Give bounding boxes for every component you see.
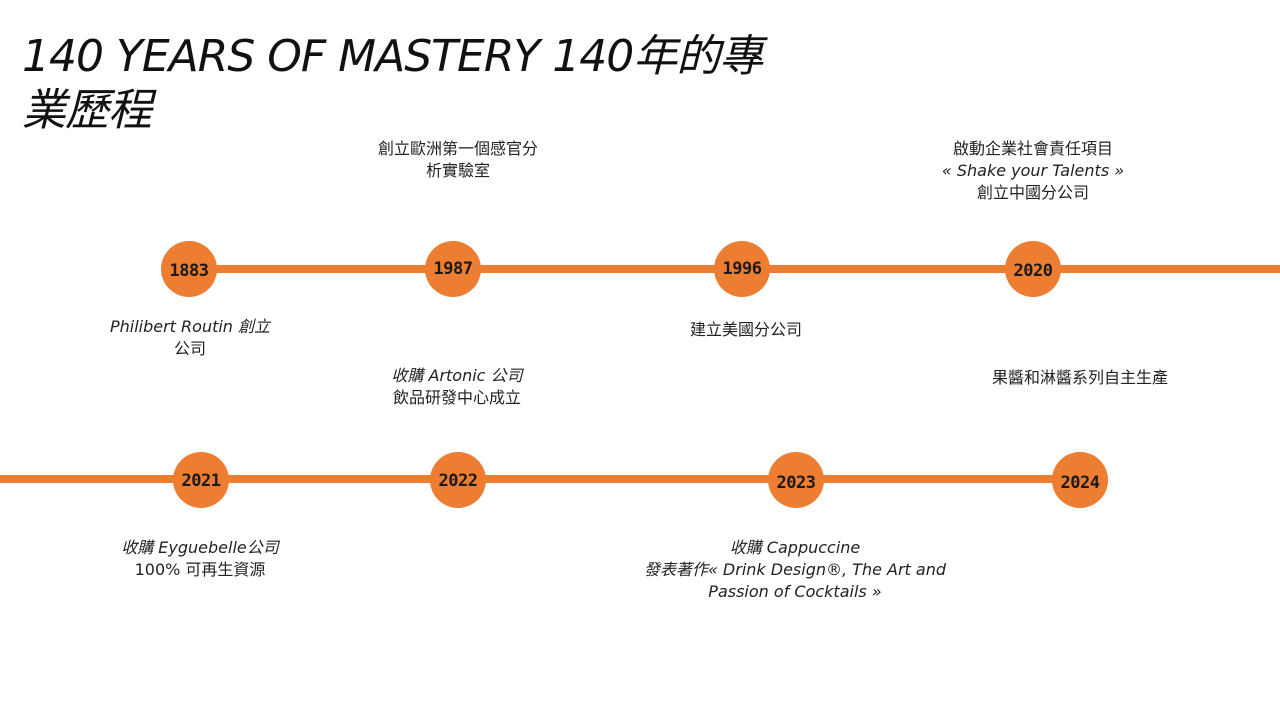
timeline-line-bottom <box>0 475 1082 483</box>
milestone-node-2021 <box>173 452 229 508</box>
milestone-node-2024 <box>1052 452 1108 508</box>
milestone-node-2023 <box>768 452 824 508</box>
milestone-label-2020: 啟動企業社會責任項目 « Shake your Talents » 創立中國分公… <box>908 138 1158 204</box>
milestone-label-1883: Philibert Routin 創立 公司 <box>80 316 300 360</box>
milestone-text-line: 公司 <box>173 339 206 358</box>
milestone-label-2022: 收購 Artonic 公司 飲品研發中心成立 <box>347 365 567 409</box>
milestone-node-1996 <box>714 241 770 297</box>
milestone-text-line: 發表著作« Drink Design®, The Art and <box>643 560 947 579</box>
milestone-label-2023: 收購 Cappuccine 發表著作« Drink Design®, The A… <box>595 537 995 603</box>
milestone-year-1987: 1987 <box>433 259 473 279</box>
milestone-year-2024: 2024 <box>1060 473 1100 493</box>
milestone-node-1883 <box>161 241 217 297</box>
milestone-year-2020: 2020 <box>1013 261 1053 281</box>
milestone-text-line: 創立中國分公司 <box>976 183 1089 202</box>
milestone-node-2020 <box>1005 241 1061 297</box>
milestone-text-line: 創立歐洲第一個感官分 <box>377 139 538 158</box>
milestone-text-line: Philibert Routin 創立 <box>109 317 271 336</box>
milestone-label-2021: 收購 Eyguebelle公司 100% 可再生資源 <box>90 537 310 581</box>
milestone-text-line: 果醬和淋醬系列自主生產 <box>991 368 1168 387</box>
milestone-label-1996: 建立美國分公司 <box>646 319 846 341</box>
milestone-year-1996: 1996 <box>722 259 762 279</box>
milestone-label-2024: 果醬和淋醬系列自主生產 <box>960 367 1200 389</box>
milestone-text-line: 建立美國分公司 <box>689 320 802 339</box>
milestone-label-1987: 創立歐洲第一個感官分 析實驗室 <box>348 138 568 182</box>
milestone-year-2022: 2022 <box>438 471 478 491</box>
milestone-text-line: 析實驗室 <box>425 161 490 180</box>
milestone-text-line: 100% 可再生資源 <box>134 560 266 579</box>
milestone-text-line: Passion of Cocktails » <box>708 582 882 601</box>
milestone-text-line: 收購 Eyguebelle公司 <box>121 538 279 557</box>
milestone-node-2022 <box>430 452 486 508</box>
milestone-text-line: 收購 Artonic 公司 <box>391 366 523 385</box>
milestone-text-line: 收購 Cappuccine <box>729 538 861 557</box>
milestone-node-1987 <box>425 241 481 297</box>
milestone-year-2023: 2023 <box>776 473 816 493</box>
milestone-year-2021: 2021 <box>181 471 221 491</box>
milestone-text-line: 啟動企業社會責任項目 <box>952 139 1113 158</box>
milestone-year-1883: 1883 <box>169 261 209 281</box>
milestone-text-line: 飲品研發中心成立 <box>392 388 521 407</box>
milestone-text-line: « Shake your Talents » <box>941 161 1125 180</box>
page-title: 140 YEARS OF MASTERY 140年的專業歷程 <box>22 31 763 136</box>
